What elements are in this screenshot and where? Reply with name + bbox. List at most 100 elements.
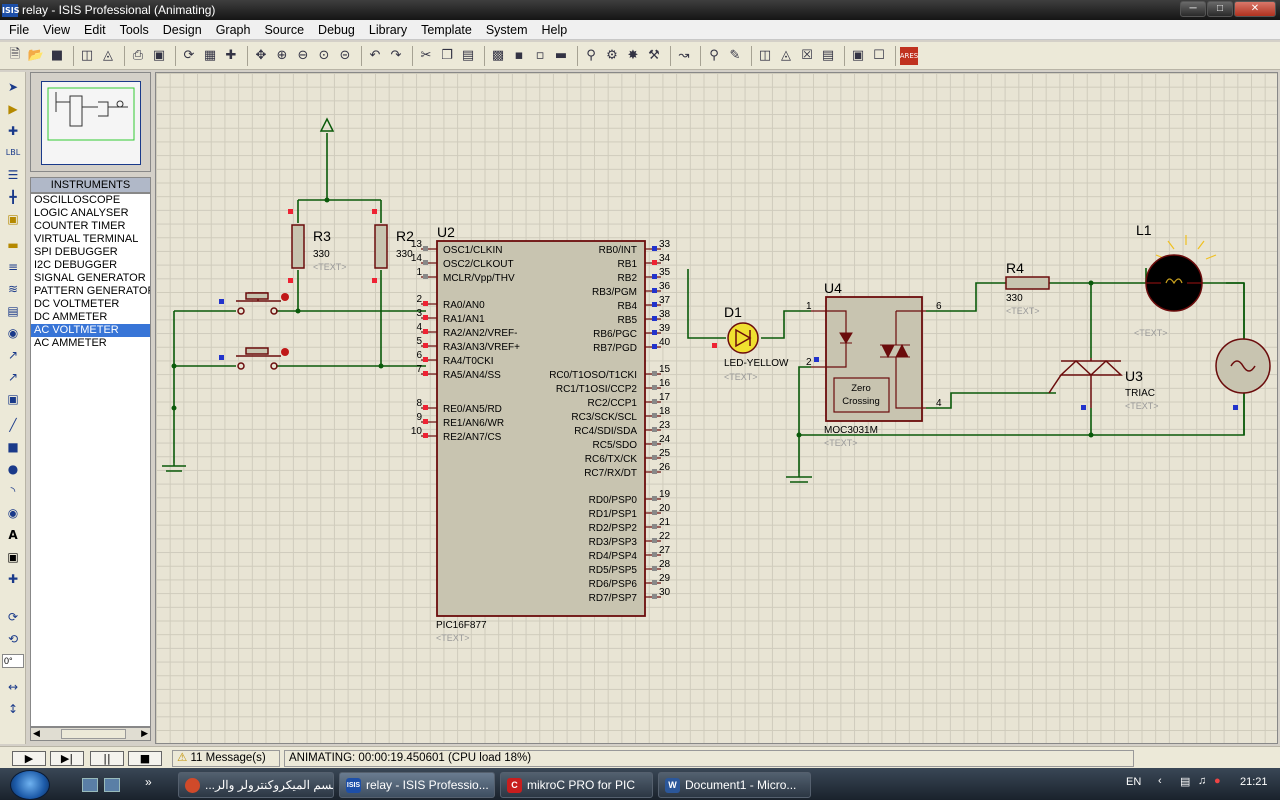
led-d1[interactable] bbox=[727, 322, 759, 354]
device-pins-icon[interactable]: ≡ bbox=[7, 260, 19, 274]
language-indicator[interactable]: EN bbox=[1126, 776, 1142, 788]
redraw-icon[interactable]: ⟳ bbox=[183, 48, 195, 63]
network-icon[interactable]: ▤ bbox=[1180, 776, 1191, 788]
block-delete-icon[interactable]: ▬ bbox=[554, 48, 568, 63]
make-device-icon[interactable]: ⚙ bbox=[606, 48, 618, 63]
virtual-instruments-icon[interactable]: ▣ bbox=[7, 392, 19, 406]
resistor-r2[interactable] bbox=[374, 224, 388, 269]
instrument-item[interactable]: OSCILLOSCOPE bbox=[34, 194, 121, 206]
ares-icon[interactable]: ARES bbox=[900, 46, 918, 65]
instrument-item[interactable]: LOGIC ANALYSER bbox=[34, 207, 129, 219]
volume-icon[interactable]: ♫ bbox=[1198, 775, 1207, 787]
wire-label-icon[interactable]: LBL bbox=[5, 148, 21, 157]
optocoupler-u4[interactable] bbox=[825, 296, 923, 422]
arc-icon[interactable]: ◝ bbox=[10, 484, 16, 498]
menu-tools[interactable]: Tools bbox=[119, 22, 149, 37]
import-icon[interactable]: ◫ bbox=[80, 48, 94, 63]
block-move-icon[interactable]: ▪ bbox=[514, 48, 524, 63]
push-button-1[interactable] bbox=[236, 292, 281, 315]
menu-library[interactable]: Library bbox=[368, 22, 408, 37]
box-icon[interactable]: ■ bbox=[7, 440, 19, 454]
menu-file[interactable]: File bbox=[9, 22, 30, 37]
voltage-probe-icon[interactable]: ↗ bbox=[7, 348, 19, 362]
zoom-in-icon[interactable]: ⊕ bbox=[276, 48, 288, 63]
task-word[interactable]: W Document1 - Micro... bbox=[658, 772, 811, 798]
task-chrome[interactable]: قسم الميكروكنترولر والر... bbox=[178, 772, 334, 798]
messages-indicator[interactable]: ⚠ 11 Message(s) bbox=[172, 750, 280, 767]
print-area-icon[interactable]: ▣ bbox=[152, 48, 166, 63]
undo-icon[interactable]: ↶ bbox=[369, 48, 381, 63]
instrument-item[interactable]: DC AMMETER bbox=[34, 311, 108, 323]
origin-icon[interactable]: ✚ bbox=[225, 48, 237, 63]
rotation-angle-field[interactable]: 0° bbox=[2, 654, 24, 668]
pause-button[interactable]: || bbox=[90, 751, 124, 766]
u2-pic16f877[interactable] bbox=[436, 240, 646, 617]
ac-voltage-source[interactable] bbox=[1215, 338, 1271, 394]
cut-icon[interactable]: ✂ bbox=[420, 48, 432, 63]
remove-sheet-icon[interactable]: ◬ bbox=[781, 48, 791, 63]
explorer-quicklaunch-icon[interactable] bbox=[104, 778, 120, 792]
component-mode-icon[interactable]: ▶ bbox=[8, 102, 18, 116]
pan-icon[interactable]: ✥ bbox=[255, 48, 267, 63]
terminals-icon[interactable]: ▬ bbox=[7, 238, 19, 252]
menu-design[interactable]: Design bbox=[162, 22, 202, 37]
play-button[interactable]: ▶ bbox=[12, 751, 46, 766]
zoom-out-icon[interactable]: ⊖ bbox=[297, 48, 309, 63]
resistor-r3[interactable] bbox=[291, 224, 305, 269]
generator-icon[interactable]: ◉ bbox=[7, 326, 19, 340]
quicklaunch-more-icon[interactable]: » bbox=[145, 775, 152, 789]
instruments-list[interactable]: OSCILLOSCOPE LOGIC ANALYSER COUNTER TIME… bbox=[30, 193, 151, 727]
netlist-icon[interactable]: ☐ bbox=[873, 48, 885, 63]
symbol-icon[interactable]: ▣ bbox=[7, 550, 19, 564]
mirror-y-icon[interactable]: ↕ bbox=[7, 702, 19, 716]
menu-edit[interactable]: Edit bbox=[84, 22, 106, 37]
instrument-item[interactable]: DC VOLTMETER bbox=[34, 298, 120, 310]
instrument-item[interactable]: VIRTUAL TERMINAL bbox=[34, 233, 139, 245]
pick-device-icon[interactable]: ⚲ bbox=[586, 48, 596, 63]
overview-window[interactable] bbox=[30, 72, 151, 172]
menu-source[interactable]: Source bbox=[264, 22, 305, 37]
instrument-item[interactable]: SPI DEBUGGER bbox=[34, 246, 118, 258]
instrument-item[interactable]: COUNTER TIMER bbox=[34, 220, 126, 232]
maximize-button[interactable]: □ bbox=[1207, 1, 1233, 17]
new-file-icon[interactable]: 🗎 bbox=[9, 46, 21, 62]
menu-system[interactable]: System bbox=[485, 22, 528, 37]
menu-graph[interactable]: Graph bbox=[215, 22, 251, 37]
zoom-all-icon[interactable]: ⊙ bbox=[318, 48, 330, 63]
line-icon[interactable]: ╱ bbox=[9, 418, 17, 432]
task-isis[interactable]: ISIS relay - ISIS Professio... bbox=[339, 772, 495, 798]
exit-parent-icon[interactable]: ☒ bbox=[801, 48, 813, 63]
minimize-button[interactable]: ─ bbox=[1180, 1, 1206, 17]
wire-autoroute-icon[interactable]: ↝ bbox=[678, 48, 690, 63]
path-icon[interactable]: ◉ bbox=[7, 506, 19, 520]
junction-dot-icon[interactable]: ✚ bbox=[7, 124, 19, 138]
tape-recorder-icon[interactable]: ▤ bbox=[7, 304, 19, 318]
print-icon[interactable]: ⎙ bbox=[132, 48, 144, 63]
lamp-l1[interactable] bbox=[1145, 235, 1217, 312]
instrument-item-selected[interactable]: AC VOLTMETER bbox=[31, 324, 150, 337]
grid-icon[interactable]: ▦ bbox=[203, 48, 217, 63]
paste-icon[interactable]: ▤ bbox=[461, 48, 475, 63]
copy-icon[interactable]: ❐ bbox=[441, 48, 453, 63]
text-script-icon[interactable]: ☰ bbox=[7, 168, 19, 182]
instrument-item[interactable]: AC AMMETER bbox=[34, 337, 107, 349]
instrument-item[interactable]: SIGNAL GENERATOR bbox=[34, 272, 146, 284]
triac-u3[interactable] bbox=[1048, 358, 1123, 408]
text-icon[interactable]: A bbox=[8, 528, 18, 542]
tray-expand-icon[interactable]: ‹ bbox=[1158, 775, 1162, 787]
menu-view[interactable]: View bbox=[43, 22, 71, 37]
push-button-2[interactable] bbox=[236, 347, 281, 370]
power-terminal[interactable] bbox=[319, 117, 335, 132]
circle-icon[interactable]: ● bbox=[7, 462, 19, 476]
bill-of-materials-icon[interactable]: ▤ bbox=[821, 48, 835, 63]
task-mikroc[interactable]: C mikroC PRO for PIC bbox=[500, 772, 653, 798]
scroll-thumb[interactable] bbox=[61, 729, 126, 739]
overview-viewport[interactable] bbox=[41, 81, 141, 165]
scroll-left-icon[interactable]: ◀ bbox=[33, 728, 40, 738]
save-icon[interactable]: ■ bbox=[50, 48, 64, 63]
ground-terminal-right[interactable] bbox=[786, 473, 812, 483]
bus-icon[interactable]: ╋ bbox=[9, 190, 17, 204]
zoom-area-icon[interactable]: ⊝ bbox=[339, 48, 351, 63]
ground-terminal-left[interactable] bbox=[162, 463, 186, 472]
new-sheet-icon[interactable]: ◫ bbox=[758, 48, 772, 63]
